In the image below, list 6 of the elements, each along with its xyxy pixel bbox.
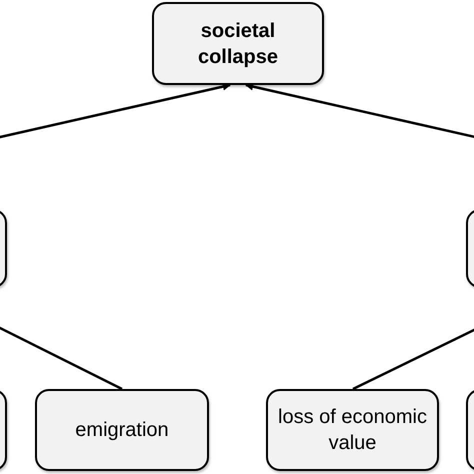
box-label: emigration bbox=[75, 418, 169, 443]
process-box bbox=[152, 2, 324, 85]
box-label: societal collapse bbox=[196, 18, 280, 70]
process-box bbox=[266, 389, 439, 471]
process-box bbox=[35, 389, 209, 471]
box-label: loss of economic value bbox=[278, 405, 428, 456]
